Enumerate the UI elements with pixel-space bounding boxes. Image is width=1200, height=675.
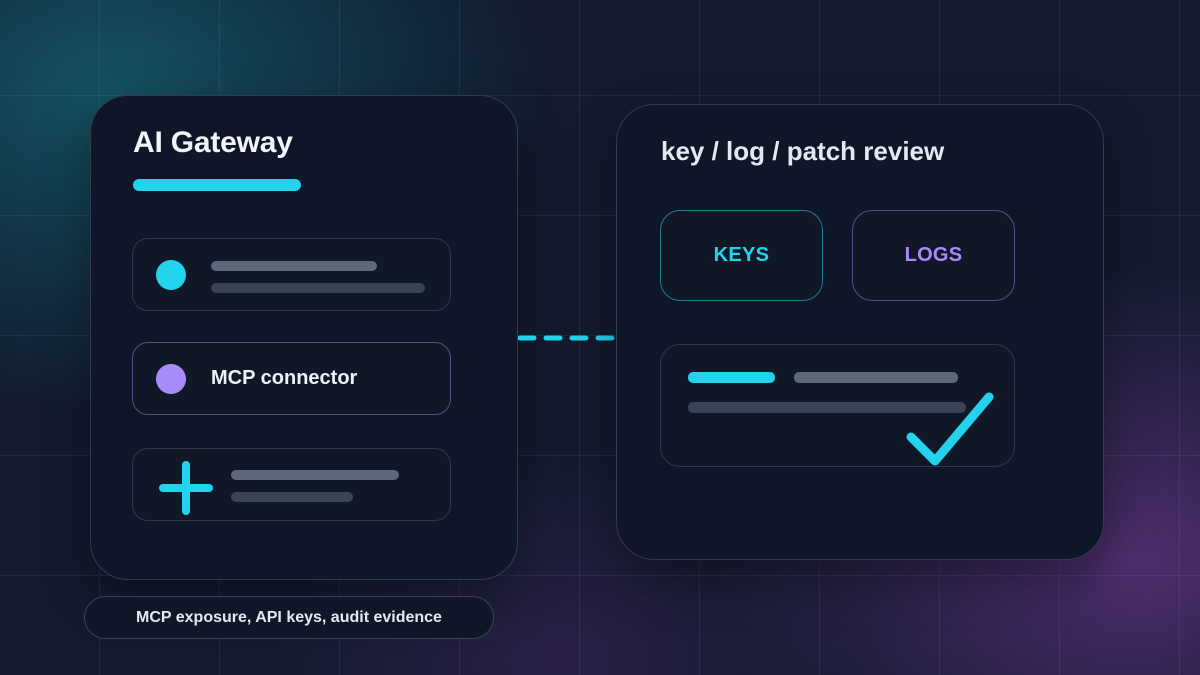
placeholder-line	[211, 261, 377, 271]
review-title: key / log / patch review	[661, 136, 945, 166]
caption-pill: MCP exposure, API keys, audit evidence	[84, 596, 494, 639]
gateway-item-label: MCP connector	[211, 367, 358, 389]
gateway-title: AI Gateway	[133, 126, 293, 159]
gateway-item-add[interactable]	[132, 448, 451, 521]
checkmark-icon	[906, 392, 994, 466]
keys-chip[interactable]: KEYS	[660, 210, 823, 301]
patch-review-box	[660, 344, 1015, 467]
placeholder-line	[231, 470, 399, 480]
gateway-item-1[interactable]	[132, 238, 451, 311]
placeholder-line	[688, 402, 966, 413]
placeholder-line	[211, 283, 425, 293]
placeholder-line	[794, 372, 958, 383]
placeholder-line	[688, 372, 775, 383]
gateway-item-mcp-connector[interactable]: MCP connector	[132, 342, 451, 415]
placeholder-line	[231, 492, 353, 502]
purple-dot-icon	[156, 364, 186, 394]
cyan-dot-icon	[156, 260, 186, 290]
gateway-accent-bar	[133, 179, 301, 191]
logs-chip[interactable]: LOGS	[852, 210, 1015, 301]
ai-gateway-card: AI Gateway MCP connector	[90, 95, 518, 580]
review-card: key / log / patch review KEYS LOGS	[616, 104, 1104, 560]
plus-icon	[159, 461, 213, 515]
dashed-connector	[518, 335, 616, 341]
